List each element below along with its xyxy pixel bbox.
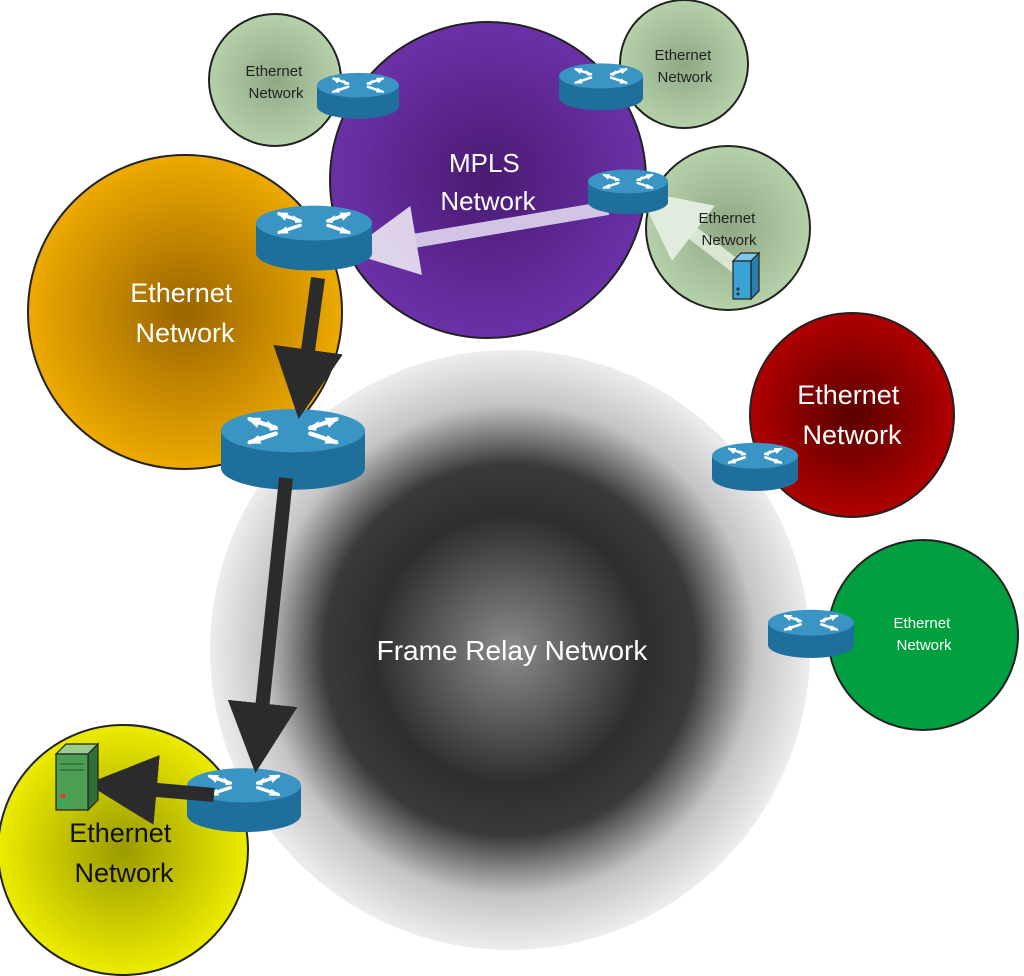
ethernet-green-label-line2: Network	[896, 637, 952, 654]
ethernet-red-label-line2: Network	[802, 420, 902, 450]
router-icon-frame-relay-green	[766, 608, 856, 660]
ethernet-network-yellow	[0, 724, 249, 976]
return-path-arrow-server	[638, 190, 743, 274]
ethernet-sage-top-right-line2: Network	[657, 69, 713, 86]
frame-relay-label: Frame Relay Network	[377, 635, 649, 666]
router-icon-frame-relay-top	[221, 409, 365, 490]
mpls-label-line2: Network	[440, 186, 536, 216]
path-arrow-1	[273, 277, 343, 419]
ethernet-orange-label: Ethernet Network	[130, 278, 240, 348]
router-icon-mpls-edge	[254, 203, 374, 273]
ethernet-red-label-line1: Ethernet	[797, 380, 900, 410]
server-icon-green	[54, 742, 100, 812]
router-icon-mpls-top-right	[557, 62, 645, 112]
ethernet-orange-label-line1: Ethernet	[130, 278, 233, 308]
server-icon-blue	[731, 251, 761, 301]
ethernet-network-sage-right	[645, 145, 811, 311]
ethernet-yellow-label-line2: Network	[74, 858, 174, 888]
ethernet-sage-right-label: Ethernet Network	[699, 210, 760, 249]
router-icon-frame-relay-red	[710, 441, 800, 493]
ethernet-yellow-label: Ethernet Network	[69, 818, 179, 888]
router-icon-mpls-right	[586, 168, 670, 216]
ethernet-red-label: Ethernet Network	[797, 380, 907, 450]
ethernet-network-green	[827, 539, 1019, 731]
ethernet-sage-top-right-label: Ethernet Network	[655, 47, 716, 86]
ethernet-sage-top-left-line2: Network	[248, 85, 304, 102]
router-icon-mpls-top-left	[315, 71, 401, 121]
frame-relay-network	[210, 350, 810, 950]
ethernet-network-sage-top-right	[619, 0, 749, 129]
ethernet-sage-top-left-line1: Ethernet	[246, 63, 304, 80]
ethernet-sage-top-right-line1: Ethernet	[655, 47, 713, 64]
ethernet-network-red	[749, 312, 955, 518]
ethernet-sage-top-left-label: Ethernet Network	[246, 63, 307, 102]
mpls-network-label: MPLS Network	[440, 148, 536, 216]
ethernet-green-label: Ethernet Network	[894, 615, 955, 654]
ethernet-sage-right-line2: Network	[701, 232, 757, 249]
ethernet-yellow-label-line1: Ethernet	[69, 818, 172, 848]
path-arrow-3	[86, 755, 215, 825]
ethernet-orange-label-line2: Network	[135, 318, 235, 348]
return-path-arrow-mpls	[347, 201, 610, 276]
mpls-label-line1: MPLS	[449, 148, 520, 178]
ethernet-green-label-line1: Ethernet	[894, 615, 952, 632]
path-arrow-2	[227, 477, 298, 774]
ethernet-sage-right-line1: Ethernet	[699, 210, 757, 227]
